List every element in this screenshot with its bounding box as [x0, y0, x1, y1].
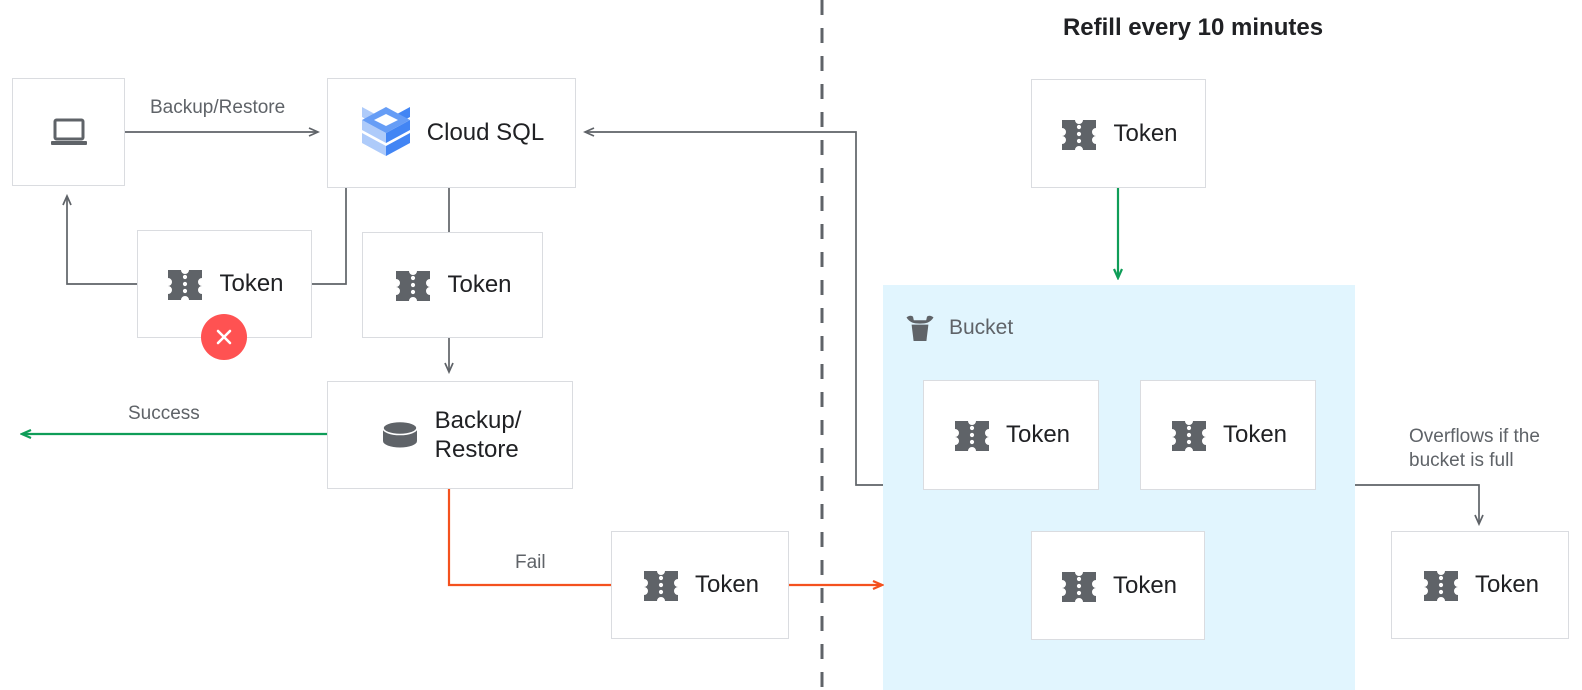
edge-label-success: Success — [128, 403, 200, 424]
node-label: Token — [1005, 421, 1071, 449]
node-token-fail-return[interactable]: Token — [611, 531, 789, 639]
node-token-bucket-3[interactable]: Token — [1031, 531, 1205, 640]
node-cloud-sql[interactable]: Cloud SQL — [327, 78, 576, 188]
node-label: Cloud SQL — [426, 119, 545, 147]
bucket-icon — [903, 312, 937, 344]
node-label: Backup/ Restore — [434, 406, 522, 463]
token-icon — [952, 418, 992, 452]
edge-bucket-to-cloudsql — [585, 132, 883, 486]
node-label: Token — [1222, 421, 1288, 449]
token-icon — [1421, 568, 1461, 602]
token-icon — [393, 268, 433, 302]
bucket-header: Bucket — [903, 312, 1013, 344]
node-label: Token — [1474, 571, 1540, 599]
node-token-bucket-1[interactable]: Token — [923, 380, 1099, 490]
edge-label-overflow: Overflows if the bucket is full — [1409, 426, 1540, 471]
node-token-used[interactable]: Token — [362, 232, 543, 338]
edge-cloudsql-to-token-failed — [312, 188, 347, 285]
token-icon — [165, 267, 205, 301]
node-token-bucket-2[interactable]: Token — [1140, 380, 1316, 490]
token-icon — [1059, 569, 1099, 603]
cloud-sql-icon — [359, 102, 413, 164]
node-label: Token — [219, 270, 284, 298]
edge-bucket-overflow — [1355, 484, 1479, 524]
error-x-icon — [201, 314, 247, 360]
edge-label-fail: Fail — [515, 552, 546, 573]
node-label: Token — [1113, 119, 1178, 147]
edge-label-backup-restore: Backup/Restore — [150, 97, 286, 118]
node-token-refill[interactable]: Token — [1031, 79, 1206, 188]
database-icon — [379, 417, 421, 453]
node-label: Token — [447, 271, 512, 299]
token-icon — [1059, 117, 1099, 151]
node-backup-restore[interactable]: Backup/ Restore — [327, 381, 573, 489]
page-title: Refill every 10 minutes — [1062, 14, 1324, 41]
node-client[interactable] — [12, 78, 125, 186]
bucket-label: Bucket — [949, 316, 1014, 339]
edge-token-failed-to-client — [67, 196, 137, 285]
node-token-overflow[interactable]: Token — [1391, 531, 1569, 639]
token-icon — [641, 568, 681, 602]
laptop-icon — [49, 115, 89, 149]
node-label: Token — [1112, 571, 1178, 599]
token-icon — [1169, 418, 1209, 452]
node-label: Token — [694, 571, 760, 599]
